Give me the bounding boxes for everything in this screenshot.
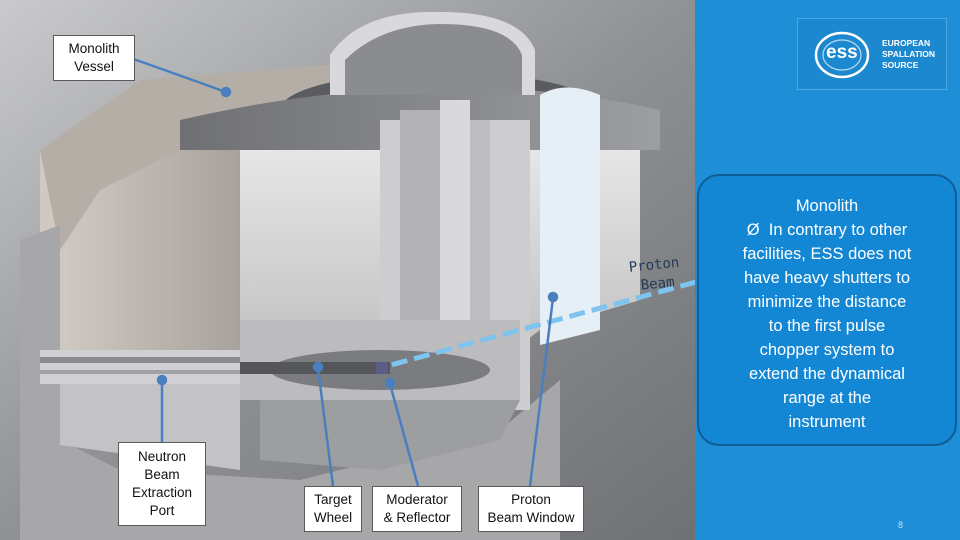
page-number: 8 [898,520,904,530]
info-bullet-first: Ø In contrary to other [711,218,943,242]
info-box: Monolith Ø In contrary to other faciliti… [697,174,957,446]
leader-moderator [388,383,420,487]
logo-mark-text: ess [826,42,858,63]
logo-line: EUROPEAN [882,38,931,48]
ess-logo: ess EUROPEAN SPALLATION SOURCE [797,18,947,90]
callout-line: Target [314,492,352,507]
proton-beam-label: Proton Beam [628,253,692,297]
callout-moderator: Moderator & Reflector [372,486,462,532]
callout-line: Wheel [313,510,353,525]
callout-target-wheel: Target Wheel [304,486,362,532]
info-line: range at the [782,389,872,407]
callout-line: Vessel [74,59,114,74]
ess-logo-mark-icon [814,31,870,79]
leader-dot-target-wheel [312,361,324,373]
callout-line: Beam [144,467,180,482]
leader-dot-monolith-vessel [220,86,232,98]
leader-proton-window [528,297,555,487]
info-bullet-text: In contrary to other [768,221,908,239]
callout-neutron-port: Neutron Beam Extraction Port [118,442,206,526]
info-line: instrument [788,413,866,431]
callout-proton-window: Proton Beam Window [478,486,584,532]
callout-line: Proton [511,492,551,507]
callout-line: Monolith [68,41,120,56]
info-line: have heavy shutters to [743,269,910,287]
info-line: chopper system to [759,341,895,359]
target-marker [376,362,388,374]
callout-line: Neutron [137,449,187,464]
callout-line: Moderator [386,492,448,507]
callout-line: Beam Window [487,510,575,525]
info-line: facilities, ESS does not [742,245,912,263]
callout-monolith-vessel: Monolith Vessel [53,35,135,81]
leader-target-wheel [316,367,335,487]
leader-dot-proton-window [547,291,559,303]
leader-dot-moderator [384,377,396,389]
info-line: minimize the distance [747,293,907,311]
callout-line: Extraction [131,485,193,500]
logo-line: SOURCE [882,60,919,70]
callout-line: Port [149,503,175,518]
logo-line: SPALLATION [882,49,936,59]
callout-line: & Reflector [383,510,451,525]
info-line: extend the dynamical [749,365,905,383]
info-line: to the first pulse [768,317,886,335]
info-title: Monolith [795,197,859,215]
leader-dot-neutron-port [156,374,168,386]
bullet-arrow-icon: Ø [746,221,760,239]
leader-monolith-vessel [127,55,227,94]
